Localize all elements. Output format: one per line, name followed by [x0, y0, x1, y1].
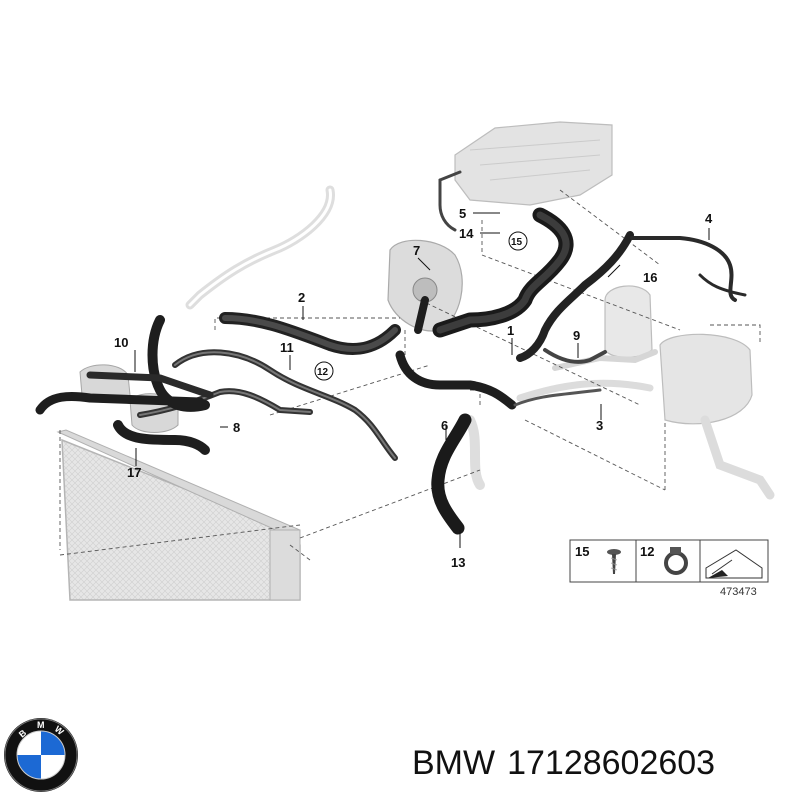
callout-12: 12: [317, 367, 329, 378]
leader-lines: [134, 212, 710, 548]
brand-name: BMW: [412, 744, 496, 782]
part-caption: BMW 17128602603: [412, 738, 792, 788]
bmw-logo: B M W: [4, 718, 78, 792]
callout-labels: 1 2 3 4 5 6 7 8 9 10 11 12 13 14 15 16 1…: [114, 206, 713, 570]
legend-box: 15 12 473473: [569, 539, 769, 598]
expansion-tank: [604, 285, 775, 500]
svg-text:B: B: [17, 727, 29, 739]
arrow-icon: [705, 549, 763, 579]
callout-15: 15: [511, 237, 523, 248]
light-pipes: [465, 349, 658, 490]
vent-pipe: [185, 185, 335, 310]
diagram-id: 473473: [720, 586, 757, 598]
part-number: 17128602603: [507, 744, 716, 782]
callout-7: 7: [413, 243, 420, 258]
svg-text:M: M: [37, 720, 45, 730]
callout-1: 1: [507, 323, 514, 338]
legend-item-12-label: 12: [640, 544, 654, 559]
callout-13: 13: [451, 555, 465, 570]
callout-16: 16: [643, 270, 657, 285]
callout-8: 8: [233, 420, 240, 435]
engine-head: [454, 121, 613, 206]
callout-17: 17: [127, 465, 141, 480]
callout-2: 2: [298, 290, 305, 305]
callout-14: 14: [459, 226, 474, 241]
callout-12-circle: 12: [314, 361, 334, 381]
hose-clamp-icon: [664, 547, 688, 575]
radiator: [56, 429, 301, 601]
screw-icon: [607, 549, 621, 574]
callout-9: 9: [573, 328, 580, 343]
thermostat-housing: [387, 239, 463, 332]
callout-4: 4: [705, 211, 713, 226]
callout-15-circle: 15: [508, 231, 528, 251]
coolant-hoses: [35, 170, 747, 535]
callout-3: 3: [596, 418, 603, 433]
callout-6: 6: [441, 418, 448, 433]
callout-11: 11: [280, 340, 294, 355]
legend-item-15-label: 15: [575, 544, 589, 559]
callout-10: 10: [114, 335, 128, 350]
callout-5: 5: [459, 206, 466, 221]
